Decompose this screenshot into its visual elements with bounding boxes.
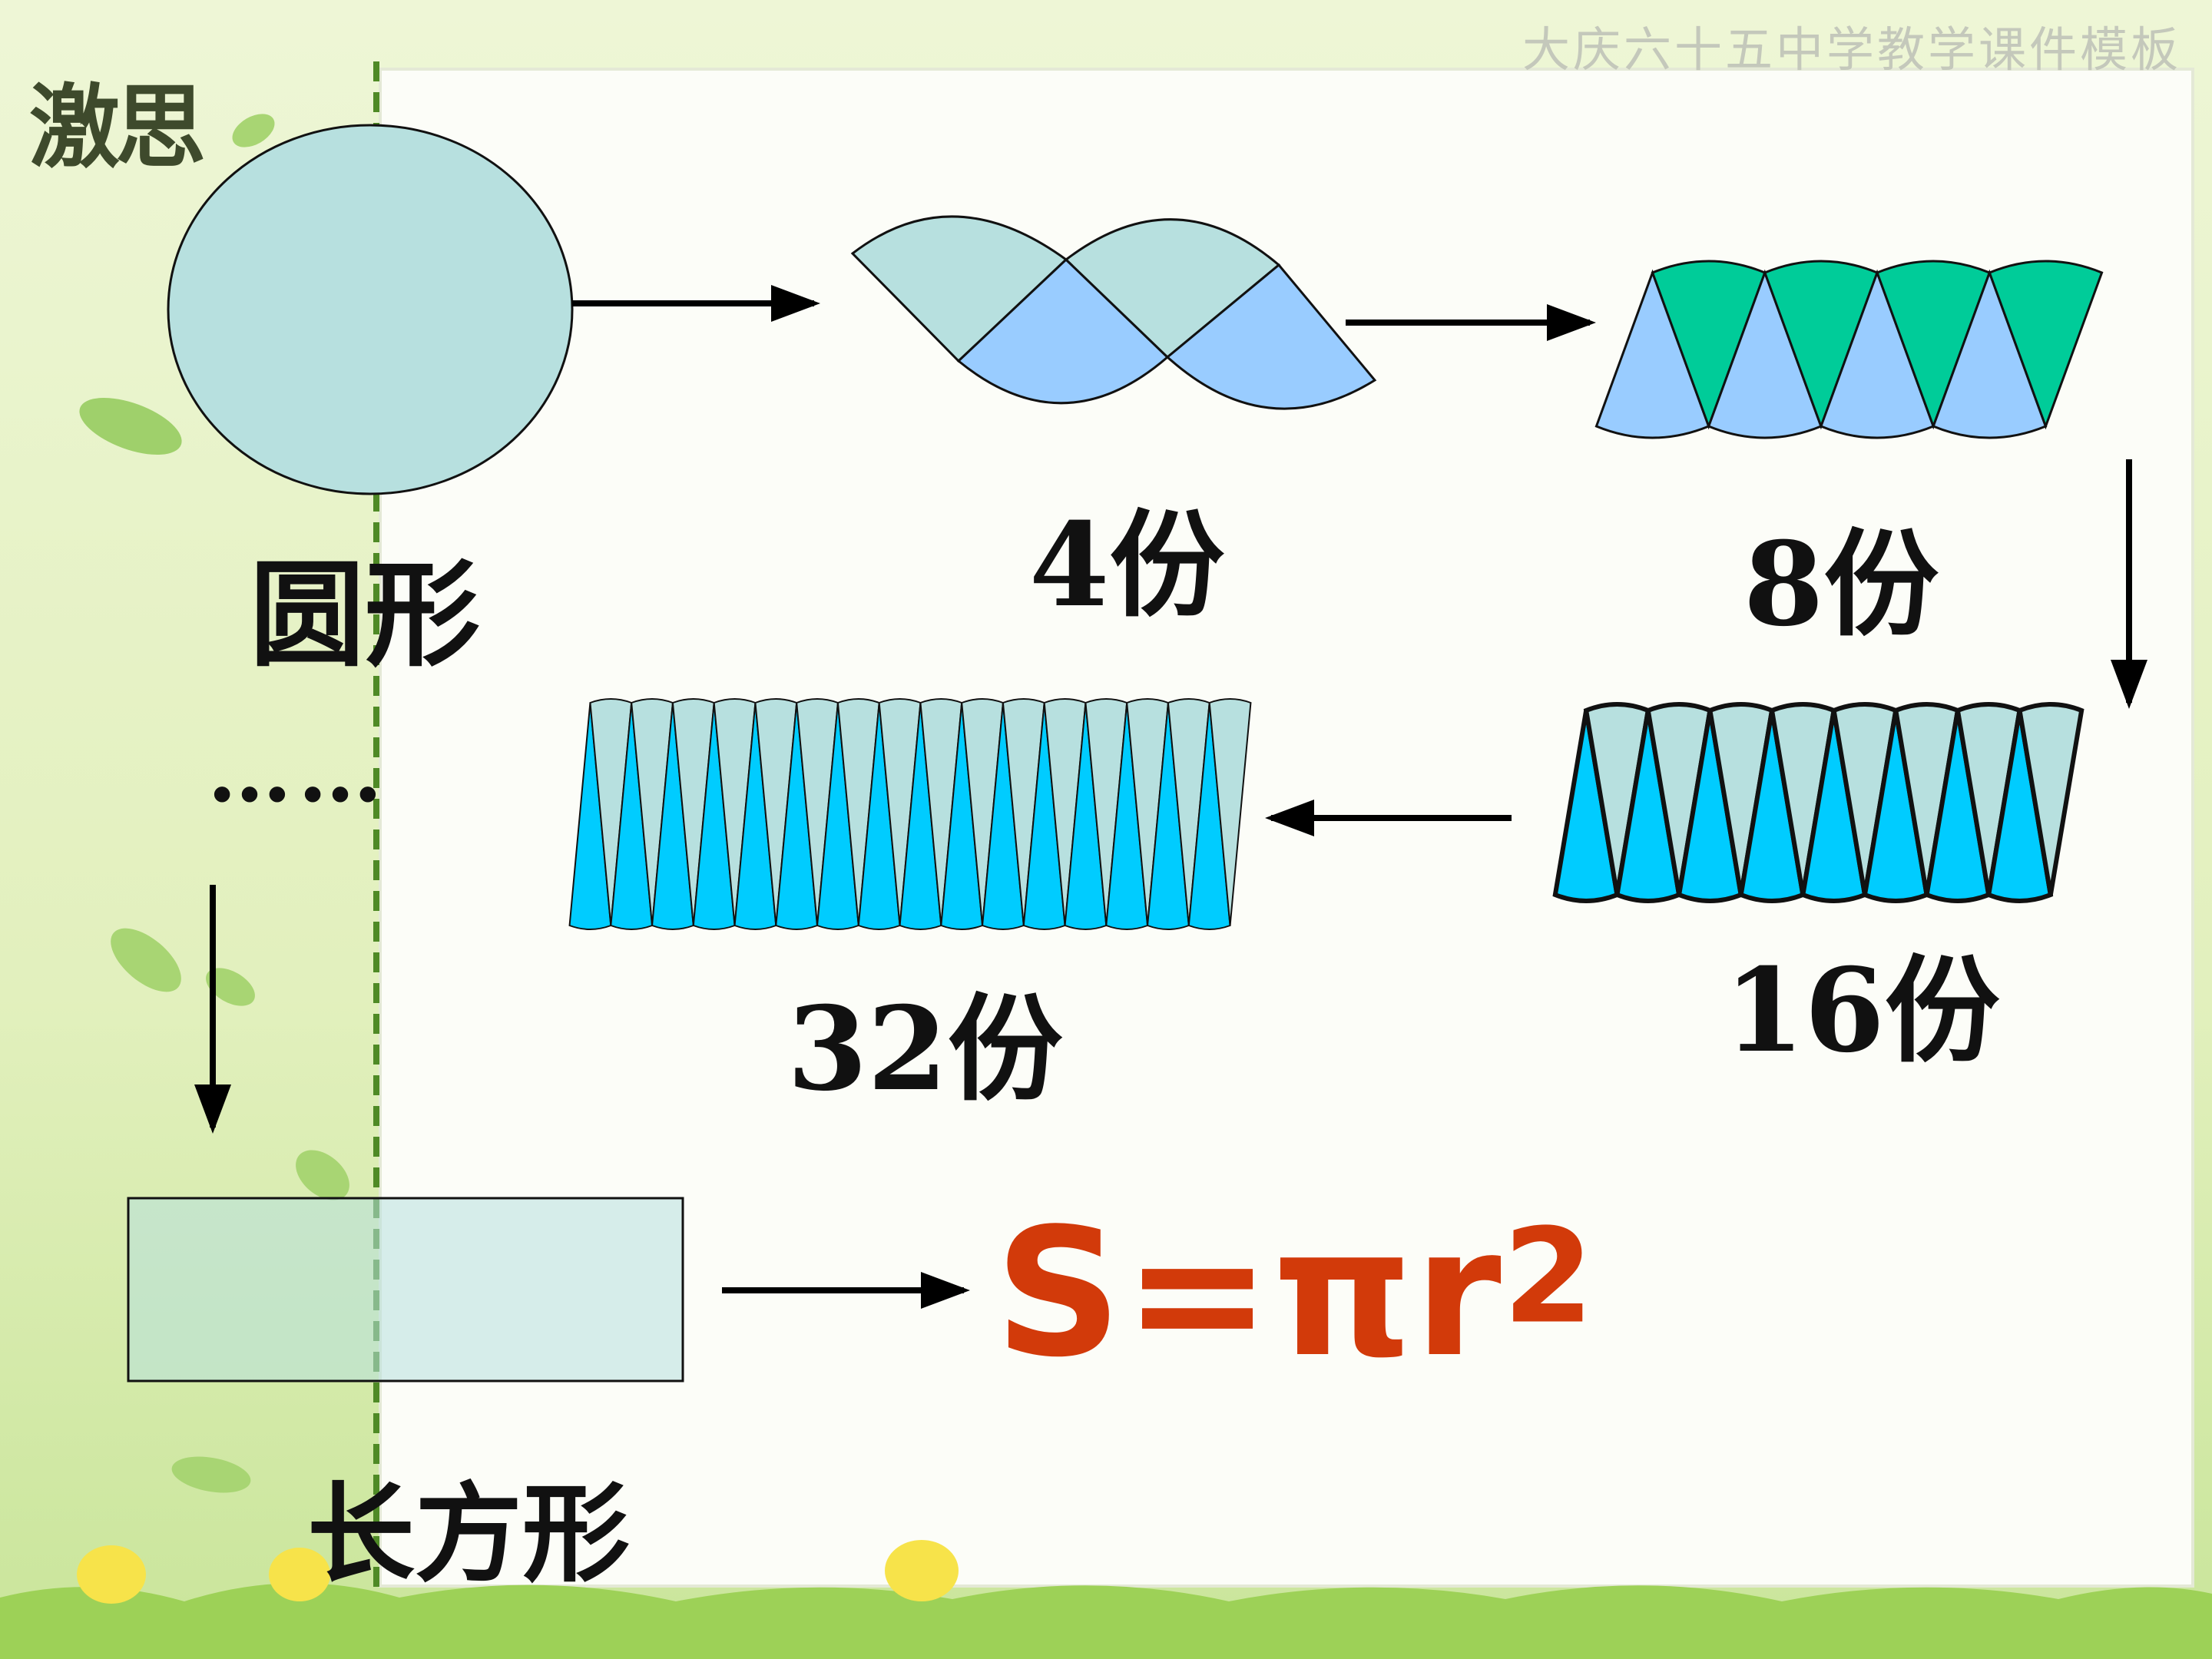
label-ellipsis: …… (207, 722, 389, 821)
sector-8 (1988, 260, 2104, 430)
grass-strip (0, 1583, 2212, 1659)
sector-8 (1594, 269, 1710, 439)
sectors-8 (1594, 260, 2104, 439)
sector-16 (2017, 702, 2085, 896)
watermark-text: 大庆六十五中学教学课件模板 (1522, 22, 2181, 78)
area-formula: S=πr2 (995, 1206, 1595, 1382)
sectors-16 (1552, 702, 2085, 903)
leaf-icon (79, 114, 349, 1493)
formula-main: S=πr (995, 1191, 1503, 1396)
formula-exponent: 2 (1502, 1200, 1596, 1353)
sector-8 (1820, 269, 1936, 439)
sector-16 (1985, 710, 2054, 903)
chick-icon (77, 1540, 959, 1604)
label-circle: 圆形 (250, 548, 481, 683)
circle-shape (167, 124, 574, 495)
label-32-parts: 32份 (787, 982, 1063, 1117)
sector-8 (1876, 260, 1992, 430)
sector-8 (1763, 260, 1879, 430)
label-16-parts: 16份 (1724, 943, 2000, 1078)
sector-8 (1651, 260, 1767, 430)
sector-8 (1932, 269, 2048, 439)
sectors-32 (568, 698, 1252, 930)
label-4-parts: 4份 (1029, 498, 1225, 633)
sector-32 (1208, 698, 1252, 926)
label-rectangle: 长方形 (307, 1472, 631, 1598)
rectangle-shape (127, 1197, 684, 1382)
sector-8 (1707, 269, 1823, 439)
label-8-parts: 8份 (1743, 517, 1939, 652)
corner-title: 激思 (29, 75, 206, 180)
sectors-4 (850, 215, 1377, 410)
